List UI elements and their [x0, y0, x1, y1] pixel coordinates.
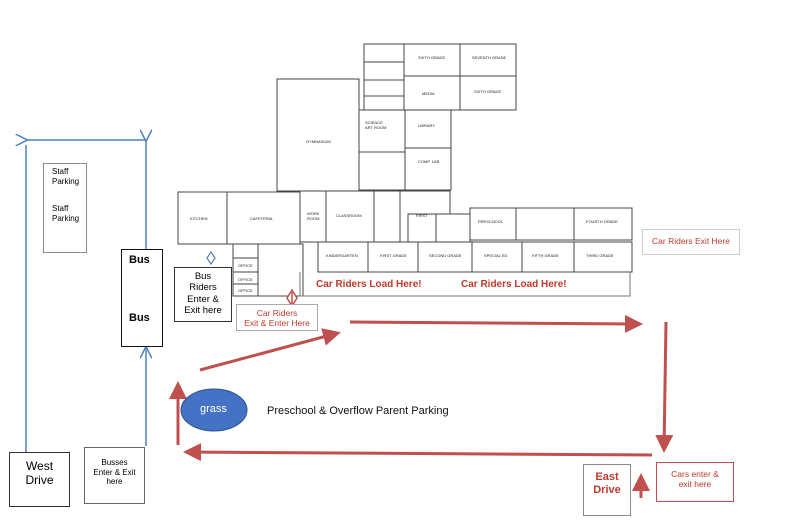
room-work-room: WORK ROOM	[307, 211, 320, 221]
room-gymnasium: GYMNASIUM	[306, 139, 331, 144]
room-cafeteria: CAFETERIA	[250, 216, 273, 221]
room-media: MEDIA	[422, 91, 435, 96]
grass-label: grass	[200, 403, 227, 415]
bus-label-2: Bus	[129, 312, 150, 324]
room-comp-lab: COMP. LAB	[418, 159, 440, 164]
preschool-parking-label: Preschool & Overflow Parent Parking	[267, 405, 449, 417]
west-drive-label: West Drive	[9, 452, 70, 507]
room-third-grade: THIRD GRADE	[586, 253, 614, 258]
bus-loading-box	[121, 249, 163, 347]
school-building	[177, 43, 633, 297]
cars-enter-exit-label: Cars enter & exit here	[656, 462, 734, 502]
car-riders-load-label-1: Car Riders Load Here!	[316, 279, 422, 290]
car-riders-exit-label: Car Riders Exit Here	[642, 229, 740, 255]
room-sixth-grade-2: SIXTH GRADE	[474, 89, 502, 94]
east-drive-label: East Drive	[583, 464, 631, 516]
car-riders-load-label-2: Car Riders Load Here!	[461, 279, 567, 290]
room-classroom: CLASSROOM	[336, 213, 362, 218]
room-science-art: SCIENCE ART ROOM	[365, 120, 387, 130]
grass-area	[180, 388, 248, 432]
room-kindergarten: KINDERGARTEN	[326, 253, 358, 258]
room-sixth-grade: SIXTH GRADE	[418, 55, 446, 60]
room-first-upper: FIRST	[416, 213, 428, 218]
staff-parking-label-1: Staff Parking	[52, 167, 80, 187]
bus-label-1: Bus	[129, 254, 150, 266]
room-preschool: PRESCHOOL	[478, 219, 504, 224]
room-office-2: OFFICE	[238, 277, 253, 282]
staff-parking-label-2: Staff Parking	[52, 204, 80, 224]
room-first-grade: FIRST GRADE	[380, 253, 407, 258]
room-kitchen: KITCHEN	[190, 216, 208, 221]
room-library: LIBRARY	[418, 123, 436, 128]
car-route	[169, 314, 674, 498]
room-special-ed: SPECIAL ED	[484, 253, 508, 258]
room-seventh-grade: SEVENTH GRADE	[472, 55, 507, 60]
staff-parking-lot	[43, 163, 87, 253]
busses-enter-exit-label: Busses Enter & Exit here	[84, 447, 145, 504]
room-second-grade: SECOND GRADE	[429, 253, 462, 258]
car-riders-exit-enter-label: Car Riders Exit & Enter Here	[236, 304, 318, 331]
room-fifth-grade: FIFTH GRADE	[532, 253, 559, 258]
room-office-1: OFFICE	[238, 263, 253, 268]
bus-door-marker	[206, 250, 216, 266]
bus-riders-label: Bus Riders Enter & Exit here	[174, 267, 232, 322]
bus-route	[26, 140, 146, 452]
room-fourth-grade: FOURTH GRADE	[586, 219, 618, 224]
room-office-3: OFFICE	[238, 288, 253, 293]
